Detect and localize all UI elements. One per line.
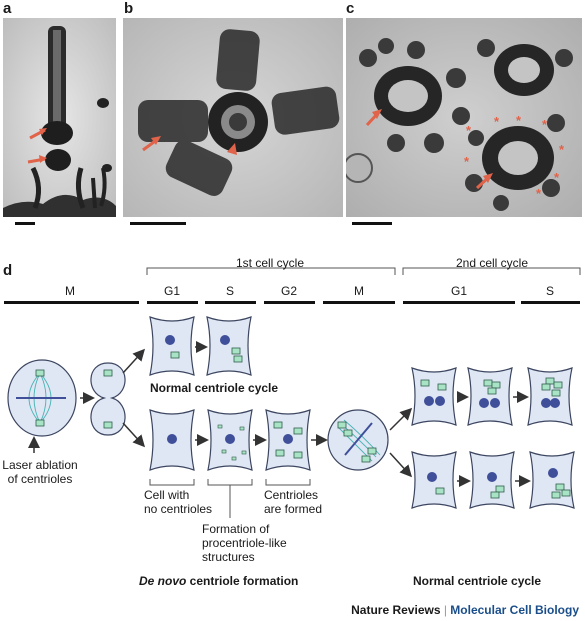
svg-text:*: * (559, 142, 565, 157)
svg-text:*: * (516, 113, 522, 128)
scale-bar-b (130, 222, 186, 225)
stage-g1-1: G1 (163, 284, 180, 298)
stage-g1-2: G1 (450, 284, 467, 298)
centrioles-formed-label: Centrioles are formed (264, 488, 323, 516)
section-name: Molecular Cell Biology (450, 603, 579, 617)
micrograph-b (123, 18, 343, 217)
no-centrioles-label: Cell with no centrioles (144, 488, 213, 516)
de-novo-italic: De novo (139, 574, 187, 588)
panel-label-c: c (346, 0, 355, 17)
panel-label-b: b (124, 0, 134, 17)
svg-text:*: * (494, 114, 500, 129)
cycle-1-label: 1st cell cycle (235, 256, 305, 270)
footer-separator: | (440, 603, 451, 617)
centriole-cycle-diagram (4, 267, 581, 518)
de-novo-label: De novo centriole formation (139, 574, 298, 588)
de-novo-rest: centriole formation (186, 574, 299, 588)
scale-bar-c (352, 222, 392, 225)
normal-cycle-bottom-label: Normal centriole cycle (413, 574, 542, 588)
normal-cycle-top-label: Normal centriole cycle (150, 381, 279, 395)
stage-m-2: M (354, 284, 364, 298)
svg-text:*: * (466, 123, 472, 138)
cycle-2-label: 2nd cell cycle (455, 256, 529, 270)
svg-text:*: * (542, 117, 548, 132)
journal-name: Nature Reviews (351, 603, 441, 617)
stage-s-1: S (225, 284, 234, 298)
svg-text:*: * (464, 154, 470, 169)
svg-text:*: * (536, 186, 542, 201)
procentriole-label: Formation of procentriole-like structure… (202, 522, 287, 564)
svg-text:*: * (554, 170, 560, 185)
scale-bar-a (15, 222, 35, 225)
panel-label-a: a (3, 0, 12, 17)
micrograph-a (3, 18, 116, 217)
laser-ablation-label: Laser ablation of centrioles (2, 458, 78, 486)
stage-g2-1: G2 (280, 284, 297, 298)
panel-label-d: d (3, 262, 13, 279)
stage-m-1: M (65, 284, 75, 298)
micrograph-c: * * * * * * * * (346, 18, 582, 217)
journal-footer: Nature Reviews | Molecular Cell Biology (351, 603, 579, 617)
stage-s-2: S (545, 284, 554, 298)
